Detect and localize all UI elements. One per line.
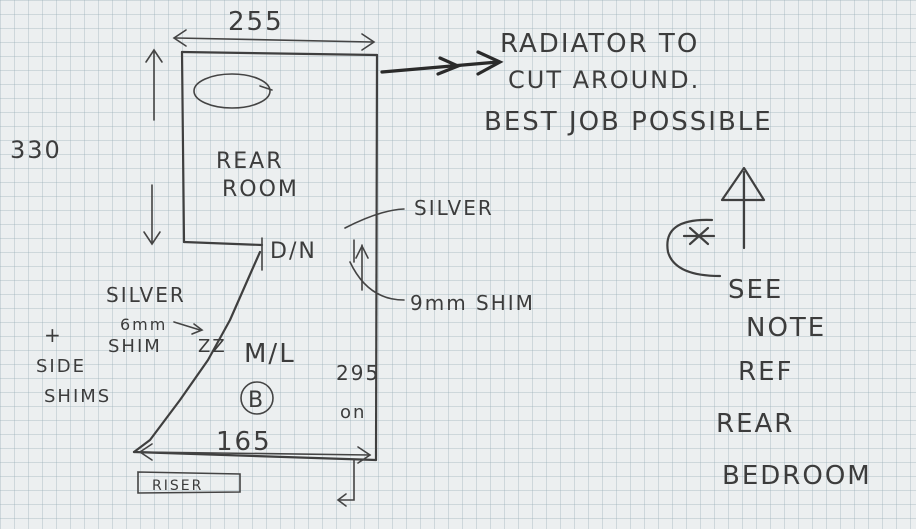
radiator-note-1: RADIATOR TO (500, 29, 699, 59)
riser-label: RISER (152, 478, 203, 494)
radiator-symbol (193, 73, 273, 109)
shim-6mm-label-1: 6mm (120, 315, 167, 334)
radiator-note-2: CUT AROUND. (508, 66, 700, 94)
mid-landing-circle: B (240, 381, 274, 415)
bottom-width-label: 165 (216, 427, 272, 457)
radiator-arrow (380, 50, 504, 76)
shim-6mm-label-2: SHIM (108, 336, 162, 357)
zigzag-mark: ZZ (198, 336, 227, 357)
side-note-line-1: SEE (728, 275, 783, 305)
side-note-line-4: REAR (716, 409, 794, 439)
right-height-label: 295 (336, 361, 380, 385)
rear-room-label-2: ROOM (222, 177, 299, 202)
height-label: 330 (10, 136, 62, 164)
bottom-width-arrow (138, 443, 372, 464)
radiator-note-3: BEST JOB POSSIBLE (484, 107, 773, 137)
right-height-suffix: on (340, 402, 366, 423)
side-note-line-3: REF (738, 357, 793, 387)
svg-text:B: B (248, 388, 265, 413)
silver-top-label: SILVER (414, 196, 494, 220)
shim-9mm-label: 9mm SHIM (410, 291, 535, 315)
riser-box (137, 471, 241, 494)
height-arrow (143, 48, 163, 246)
right-height-arrow (336, 244, 369, 507)
silver-left-label: SILVER (106, 283, 186, 307)
door-label: D/N (270, 239, 317, 264)
side-note-symbol (666, 166, 766, 278)
mid-landing-label: M/L (244, 339, 296, 369)
side-shims-label-2: SHIMS (44, 386, 111, 407)
rear-room-outline (180, 50, 379, 462)
top-width-label: 255 (228, 7, 284, 37)
side-shims-label-1: SIDE (36, 356, 86, 377)
rear-room-label-1: REAR (216, 149, 284, 174)
side-note-line-5: BEDROOM (722, 461, 872, 491)
plus-label: + (44, 323, 63, 347)
mid-landing-outline (132, 237, 378, 462)
leader-lines (173, 208, 405, 335)
side-note-line-2: NOTE (746, 313, 826, 343)
top-width-arrow (172, 29, 376, 51)
